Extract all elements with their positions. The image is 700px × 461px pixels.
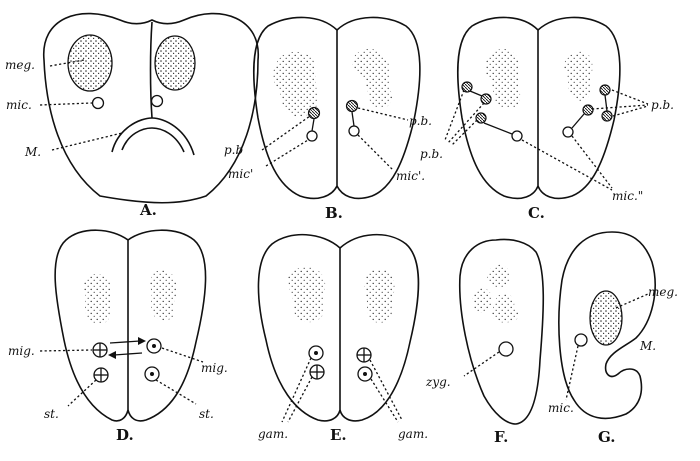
leader-mic xyxy=(39,102,93,106)
arrowhead xyxy=(138,337,146,345)
cell-outline xyxy=(458,238,545,425)
nucleus-dot xyxy=(314,351,318,355)
exchange-arrow-right xyxy=(109,340,141,344)
macronucleus-left xyxy=(67,34,113,92)
panel-g: meg. M. mic. G. xyxy=(548,231,678,446)
micronucleus-c-right xyxy=(562,126,574,138)
panel-label-f: F. xyxy=(494,428,508,446)
label-mic: mic." xyxy=(612,189,643,203)
pronucleus-c5 xyxy=(601,110,613,122)
pronucleus-c6 xyxy=(582,104,594,116)
cell-outline xyxy=(43,12,259,204)
label-pb-right: p.b. xyxy=(651,98,674,112)
panel-a: meg. mic. M. A. xyxy=(5,12,259,219)
micronucleus-right xyxy=(150,94,164,108)
panel-label-c: C. xyxy=(528,204,545,222)
macronucleus-left xyxy=(84,273,112,324)
label-meg: meg. xyxy=(648,285,678,299)
cell-junction xyxy=(149,21,153,119)
panel-label-b: B. xyxy=(325,204,343,222)
macronucleus-fragment-3 xyxy=(491,293,519,323)
panel-b: p.b mic' p.b. mic'. B. xyxy=(224,16,432,222)
cell-right xyxy=(336,16,421,200)
macronucleus-fragment-2 xyxy=(472,288,492,313)
label-pb-left: p.b. xyxy=(420,147,443,161)
macronucleus-left xyxy=(485,49,521,109)
label-mic-left: mic' xyxy=(228,167,253,181)
micronucleus-left xyxy=(306,130,318,142)
label-gam-left: gam. xyxy=(258,427,288,441)
mouth-inner xyxy=(121,127,185,153)
nucleus-dot xyxy=(363,372,367,376)
label-mic-right: mic'. xyxy=(396,169,425,183)
panel-d: mig. mig. st. st. D. xyxy=(8,229,228,444)
panel-label-g: G. xyxy=(598,428,616,446)
macronucleus-left xyxy=(273,51,319,117)
macronucleus xyxy=(589,290,623,346)
nucleus-dot xyxy=(150,372,154,376)
cell-left xyxy=(257,233,341,422)
panel-label-d: D. xyxy=(116,426,134,444)
cell-right xyxy=(127,229,207,422)
arrowhead xyxy=(108,351,116,359)
cell-outline xyxy=(558,231,656,420)
pronucleus-c1 xyxy=(461,81,473,93)
pronucleus-c2 xyxy=(480,93,492,105)
label-mig-left: mig. xyxy=(8,344,35,358)
pronucleus-c3 xyxy=(475,112,487,124)
label-meg: meg. xyxy=(5,58,35,72)
macronucleus-right xyxy=(150,270,177,321)
panel-c: p.b. p.b. mic." C. xyxy=(420,16,674,222)
micronucleus-left xyxy=(91,96,105,110)
panel-f: zyg. F. xyxy=(425,238,545,446)
cell-left xyxy=(457,16,539,200)
leader-meg xyxy=(49,59,85,67)
cell-left xyxy=(253,16,338,200)
micronucleus xyxy=(574,333,588,347)
label-mic: mic. xyxy=(548,401,574,415)
pronucleus-c4 xyxy=(599,84,611,96)
mouth xyxy=(111,117,195,156)
cell-right xyxy=(339,233,420,422)
exchange-arrow-left xyxy=(113,352,143,356)
label-st-left: st. xyxy=(44,407,59,421)
panel-label-e: E. xyxy=(330,426,347,444)
pronucleus-left xyxy=(307,106,321,120)
nucleus-dot xyxy=(152,344,156,348)
macronucleus-fragment-1 xyxy=(487,264,511,288)
macronucleus-right xyxy=(352,48,393,109)
macronucleus-left xyxy=(288,266,326,323)
micronucleus-c-left xyxy=(511,130,523,142)
cell-right xyxy=(537,16,621,200)
macronucleus-right xyxy=(563,51,593,101)
pronucleus-right xyxy=(345,99,359,113)
macronucleus-right xyxy=(154,35,196,91)
label-gam-right: gam. xyxy=(398,427,428,441)
cell-left xyxy=(54,229,129,422)
label-pb-right: p.b. xyxy=(409,114,432,128)
label-m: M. xyxy=(639,339,656,353)
label-mig-right: mig. xyxy=(201,361,228,375)
label-pb-left: p.b xyxy=(224,143,243,157)
micronucleus-right xyxy=(348,125,360,137)
macronucleus-right xyxy=(364,268,395,323)
label-zyg: zyg. xyxy=(425,375,451,389)
label-st-right: st. xyxy=(199,407,214,421)
label-m: M. xyxy=(24,145,41,159)
panel-label-a: A. xyxy=(139,201,157,219)
zygote-nucleus xyxy=(498,341,514,357)
leader-m xyxy=(51,132,123,151)
label-mic: mic. xyxy=(6,98,32,112)
panel-e: gam. gam. E. xyxy=(257,233,428,444)
